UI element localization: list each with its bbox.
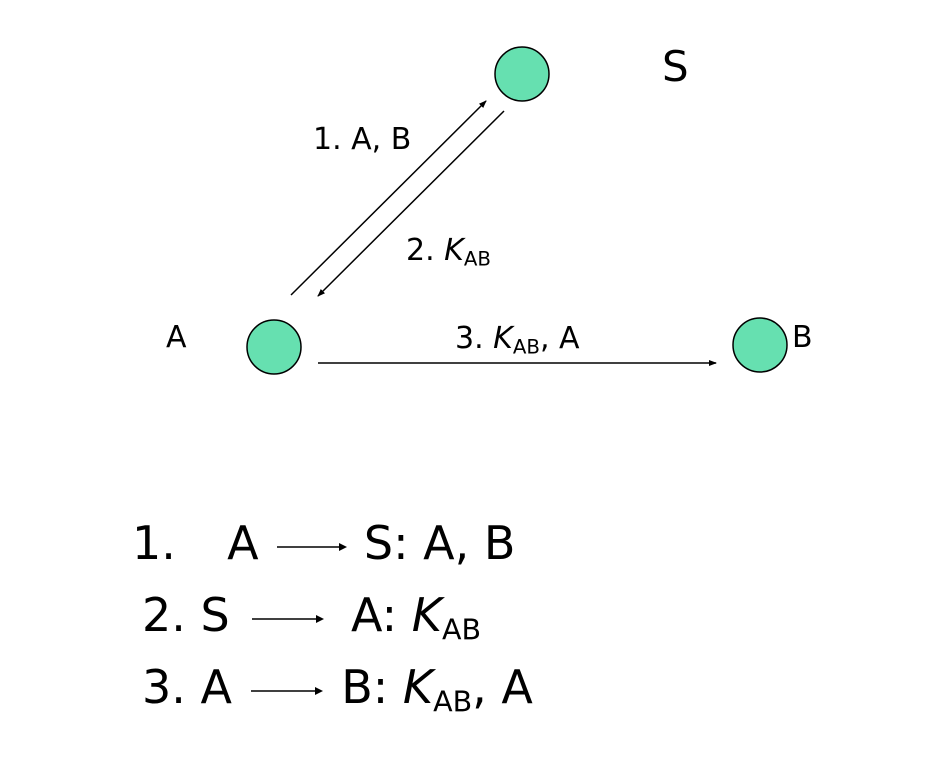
message-2-key-subscript: AB (463, 247, 491, 271)
message-2-key: KAB (444, 233, 491, 271)
protocol-steps: 1. A S: A, B 2. S A: KAB 3. A (0, 500, 940, 740)
step-2-to: A (350, 588, 382, 642)
step-2-number: 2. (142, 588, 186, 642)
step-1-colon: : (393, 516, 409, 570)
message-3-key: KAB (493, 321, 540, 359)
message-3-prefix: 3. (455, 321, 494, 356)
arrow-s-to-a (317, 110, 505, 297)
step-1-arrow-icon (277, 542, 348, 551)
node-a (246, 319, 302, 375)
protocol-step-1: 1. A S: A, B (132, 520, 515, 566)
protocol-step-2: 2. S A: KAB (142, 592, 481, 645)
step-3-arrow-icon (250, 686, 323, 695)
protocol-diagram: S A B 1. A, B 2. KAB 3. KAB, A (166, 42, 813, 375)
message-2-prefix: 2. (406, 233, 445, 268)
step-3-key: KAB (402, 660, 473, 719)
step-3-to: B (341, 660, 373, 714)
message-1-label: 1. A, B (313, 122, 412, 157)
step-1-from: A (227, 516, 259, 570)
step-2-colon: : (381, 588, 398, 642)
node-b (732, 317, 788, 373)
step-2-key-subscript: AB (441, 613, 482, 647)
step-1-number: 1. (132, 516, 176, 570)
step-3-from: A (200, 660, 232, 714)
message-3-key-subscript: AB (512, 335, 540, 359)
step-3-suffix: , A (472, 660, 533, 714)
step-3-number: 3. (142, 660, 186, 714)
node-a-label: A (166, 320, 187, 355)
step-3-key-subscript: AB (433, 685, 473, 719)
message-3-label: 3. KAB, A (455, 324, 580, 357)
diagram-canvas (246, 46, 788, 375)
step-2-from: S (200, 588, 230, 642)
node-s (494, 46, 550, 102)
message-3-suffix: , A (539, 321, 580, 356)
step-1-payload: A, B (408, 516, 516, 570)
node-b-label: B (792, 320, 813, 355)
step-3-colon: : (372, 660, 389, 714)
step-1-to: S (363, 516, 394, 570)
step-2-arrow-icon (252, 614, 325, 623)
node-s-label: S (662, 42, 689, 91)
arrow-a-to-s (290, 100, 487, 296)
step-2-key: KAB (411, 588, 482, 647)
message-2-label: 2. KAB (406, 236, 491, 269)
protocol-step-3: 3. A B: KAB, A (142, 664, 533, 717)
